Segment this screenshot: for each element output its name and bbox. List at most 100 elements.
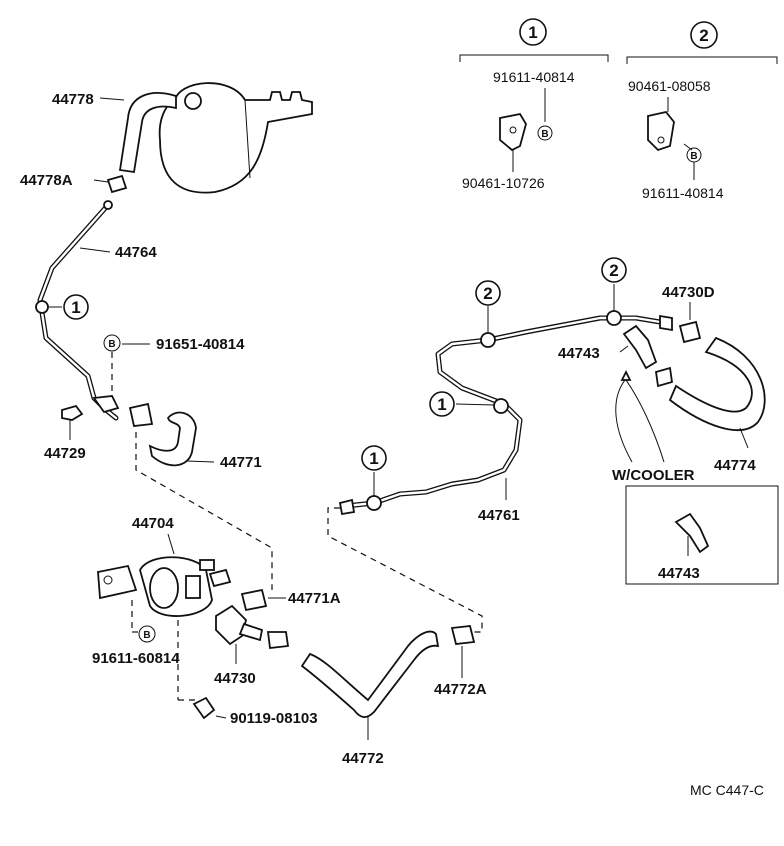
part-91651-40814[interactable]: 91651-40814 [156, 336, 245, 353]
pipe-joint [493, 398, 509, 414]
leader [619, 345, 629, 353]
part-44778[interactable]: 44778 [52, 91, 94, 108]
kit-1-marker [519, 18, 547, 46]
pipe-markers: 1 1 2 2 [361, 257, 627, 496]
leader [739, 427, 749, 449]
brake-booster [158, 82, 313, 194]
clamp-44772A: 44772A [434, 625, 487, 698]
kit-1-part-91611[interactable]: 91611-40814 [493, 69, 575, 85]
hose-44772: 44772 [300, 630, 440, 767]
hose-clamp-icon [240, 588, 268, 612]
marker-2-icon [601, 257, 627, 283]
part-44729[interactable]: 44729 [44, 445, 86, 462]
part-44764[interactable]: 44764 [115, 244, 157, 261]
kit-2-marker-label: 2 [699, 26, 708, 45]
hose-clamp-icon [450, 625, 476, 645]
pipe-end [338, 498, 356, 516]
marker-1-label: 1 [369, 449, 378, 468]
bolt-b-icon [138, 625, 156, 643]
marker-2-label: 2 [483, 284, 492, 303]
kit-1-group: 1 91611-40814 B 90461-10726 [459, 18, 609, 191]
kit-1-marker-label: 1 [528, 23, 537, 42]
part-44771[interactable]: 44771 [220, 454, 262, 471]
hose-clamp-icon [266, 631, 290, 649]
valve-port-icon [149, 567, 179, 609]
part-44774[interactable]: 44774 [714, 457, 756, 474]
bracket-hole [657, 136, 665, 144]
leader [99, 97, 125, 101]
catalog-code: MC C447-C [690, 782, 764, 798]
hose-44778: 44778 [52, 91, 177, 174]
hose-44774: 44774 [668, 336, 766, 474]
bolt-b-label: B [108, 339, 115, 350]
clamp-44730D: 44730D [662, 284, 715, 344]
clamp-44771A: 44771A [240, 588, 341, 612]
part-44772A[interactable]: 44772A [434, 681, 487, 698]
part-91611-60814[interactable]: 91611-60814 [92, 650, 180, 667]
part-44730D[interactable]: 44730D [662, 284, 715, 301]
pipe-joint [480, 332, 496, 348]
leader [79, 247, 111, 253]
check-valve-icon [215, 604, 247, 646]
kit-2-part-91611[interactable]: 91611-40814 [642, 185, 724, 201]
valve-44704: 44704 B 91611-60814 [92, 515, 232, 701]
valve-44743: 44743 [558, 324, 674, 388]
bracket-hole [103, 575, 113, 585]
wcooler-label: W/COOLER [612, 467, 695, 484]
kit-2-part-90461[interactable]: 90461-08058 [628, 78, 711, 94]
booster-seam [244, 99, 251, 179]
wcooler-box [625, 485, 779, 585]
booster-check-valve-icon [184, 92, 202, 110]
dashed-guide [327, 507, 483, 633]
kit-1-part-90461[interactable]: 90461-10726 [462, 175, 545, 191]
kit-2-marker [690, 21, 718, 49]
bracket-icon [647, 110, 675, 152]
vacuum-hose-icon [148, 411, 197, 467]
valve-window-icon [185, 575, 201, 599]
valve-44730: 44730 [214, 604, 290, 687]
pipe-joint [366, 495, 382, 511]
arrow-line [625, 379, 665, 463]
marker-2-label: 2 [609, 261, 618, 280]
check-valve-icon [622, 324, 658, 370]
arrow-line [615, 379, 633, 463]
clamp-44778A: 44778A [20, 172, 128, 194]
valve-nipple-icon [208, 568, 232, 588]
kit-2-bracket-line [626, 56, 778, 64]
kit-1-bracket-line [459, 54, 609, 62]
part-44704[interactable]: 44704 [132, 515, 174, 532]
part-44761[interactable]: 44761 [478, 507, 520, 524]
part-90119-08103[interactable]: 90119-08103 [230, 710, 318, 727]
pipe-joint [606, 310, 622, 326]
part-44743-a[interactable]: 44743 [558, 345, 600, 362]
pipe-44764: 44764 1 [35, 200, 157, 421]
bracket-hole [509, 126, 517, 134]
clip-icon [61, 404, 84, 421]
bolt-b-icon [103, 334, 121, 352]
pipe-end [659, 314, 673, 332]
pipe-44761: 44761 [338, 310, 673, 524]
brake-booster-icon [158, 82, 313, 194]
bolt-91651: B 91651-40814 [92, 334, 245, 414]
vacuum-hose-icon [300, 630, 440, 718]
hose-clamp-icon [678, 320, 702, 344]
bolt-b-label: B [690, 151, 697, 162]
bolt-b-label: B [541, 129, 548, 140]
part-44743-b[interactable]: 44743 [658, 565, 700, 582]
bolt-b-label: B [143, 630, 150, 641]
part-44771A[interactable]: 44771A [288, 590, 341, 607]
hose-clamp-icon [106, 174, 128, 194]
vacuum-pipe-inner [344, 316, 662, 508]
pipe-end [103, 200, 113, 210]
clip-44729: 44729 [44, 404, 86, 462]
leader [215, 715, 227, 719]
part-44730[interactable]: 44730 [214, 670, 256, 687]
marker-2-icon [475, 280, 501, 306]
part-44778A[interactable]: 44778A [20, 172, 73, 189]
bracket-icon [499, 112, 527, 152]
pipe-bracket-icon [92, 395, 120, 414]
part-44772[interactable]: 44772 [342, 750, 384, 767]
marker-1-label: 1 [437, 395, 446, 414]
hose-clamp-icon [654, 366, 674, 388]
